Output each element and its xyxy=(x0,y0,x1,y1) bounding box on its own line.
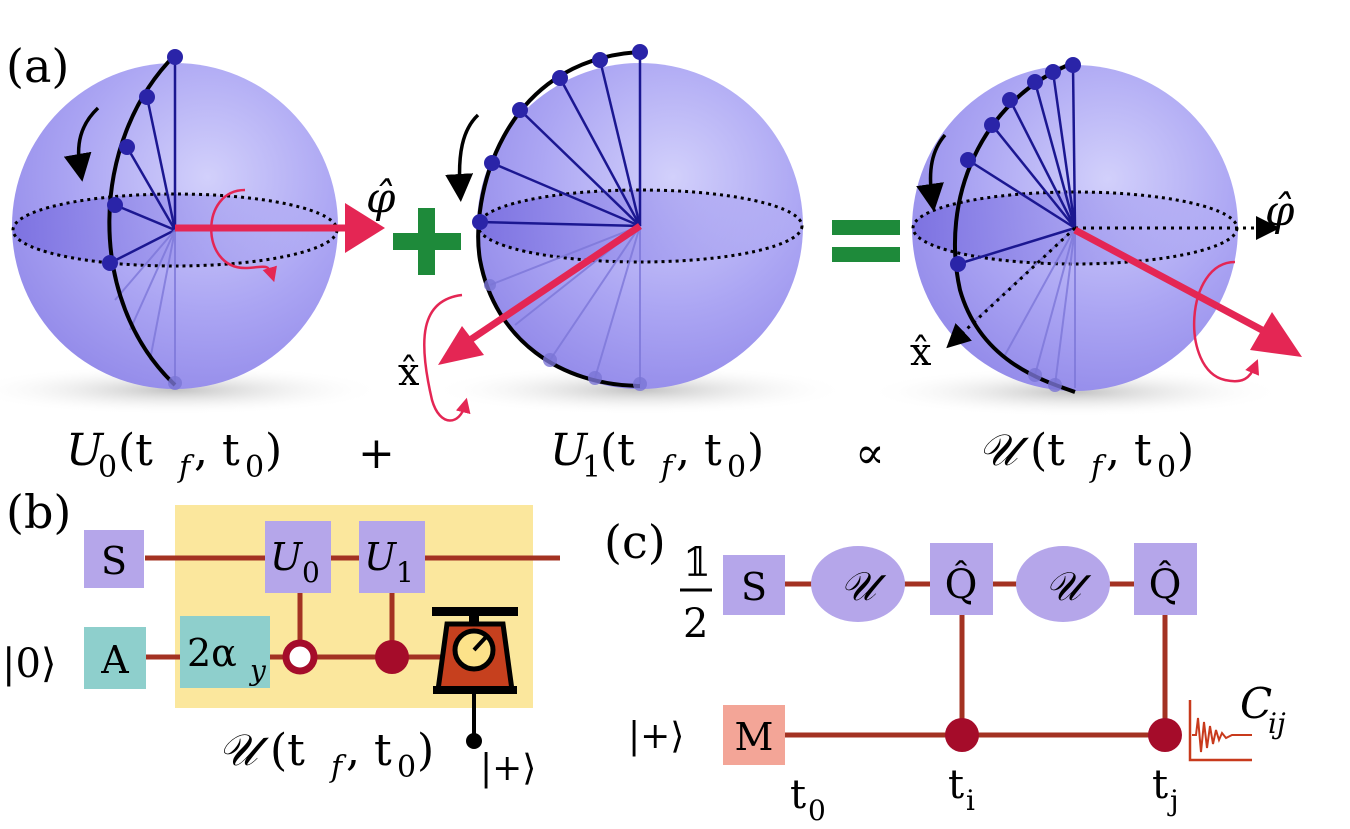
svg-text:f: f xyxy=(329,750,347,785)
svg-text:): ) xyxy=(417,725,434,776)
system-box-b-label: S xyxy=(101,539,127,583)
time-ti-label: t xyxy=(948,762,964,808)
evolution-2 xyxy=(1016,546,1110,622)
svg-text:, t: , t xyxy=(346,725,392,776)
state-vectors-middle xyxy=(479,52,642,228)
state-vectors-right xyxy=(957,64,1077,266)
meter-init-state: |+⟩ xyxy=(628,716,684,757)
postselect-state: |+⟩ xyxy=(480,748,536,789)
measure-box-2-label: Q̂ xyxy=(1149,562,1182,608)
svg-text:, t: , t xyxy=(676,425,722,476)
x-arrow-middle xyxy=(468,223,642,343)
system-box-b xyxy=(84,530,144,588)
closed-control-dot xyxy=(375,640,409,674)
postselect-dot xyxy=(466,733,482,749)
combined-arrow-right xyxy=(1073,226,1264,334)
coupling-dot-j xyxy=(1148,718,1182,752)
ancilla-init-state: |0⟩ xyxy=(2,641,57,687)
ancilla-box xyxy=(84,627,146,689)
svg-text:𝒰: 𝒰 xyxy=(978,425,1029,476)
gate-u0-label: U xyxy=(270,535,304,579)
rotation-arrow-right xyxy=(1192,260,1260,383)
meter-box xyxy=(723,705,785,765)
time-ti-subscript: i xyxy=(966,784,975,817)
svg-text:0: 0 xyxy=(245,450,264,485)
time-tj-label: t xyxy=(1152,762,1168,808)
svg-text:): ) xyxy=(1177,425,1194,476)
rotation-arrow-left xyxy=(210,188,277,283)
identity-denominator: 2 xyxy=(683,601,708,647)
svg-text:1: 1 xyxy=(582,450,601,485)
plus-operator: + xyxy=(358,428,395,479)
time-tj-subscript: j xyxy=(1167,784,1179,817)
x-axis-label-right: x̂ xyxy=(910,330,931,374)
gate-u1-subscript: 1 xyxy=(396,556,414,589)
trajectory-middle xyxy=(476,50,641,388)
measure-box-1 xyxy=(930,543,993,615)
signal-trace-icon xyxy=(1188,700,1252,762)
svg-text:(t: (t xyxy=(118,425,153,476)
correlator-label: C xyxy=(1240,679,1272,728)
meter-box-label: M xyxy=(735,715,774,759)
svg-text:): ) xyxy=(747,425,764,476)
svg-text:0: 0 xyxy=(397,750,416,785)
system-box-c-label: S xyxy=(741,565,767,609)
rotation-box-label: 2α xyxy=(187,631,237,675)
sphere-shadow-left xyxy=(0,365,385,415)
svg-text:(t: (t xyxy=(270,725,305,776)
svg-text:0: 0 xyxy=(727,450,746,485)
state-vectors-left xyxy=(109,57,177,265)
svg-text:0: 0 xyxy=(1157,450,1176,485)
unitary-block-label: 𝒰 (t f , t 0 ) xyxy=(218,725,434,785)
svg-text:(t: (t xyxy=(600,425,635,476)
svg-text:f: f xyxy=(1089,450,1107,485)
svg-text:f: f xyxy=(659,450,677,485)
bloch-sphere-middle xyxy=(422,44,804,422)
bloch-sphere-left xyxy=(11,49,385,390)
svg-text:𝒰: 𝒰 xyxy=(218,725,269,776)
svg-text:f: f xyxy=(177,450,195,485)
gate-u1 xyxy=(359,521,425,593)
gate-u0-subscript: 0 xyxy=(302,556,320,589)
svg-text:0: 0 xyxy=(98,450,117,485)
coupling-dot-i xyxy=(945,718,979,752)
phi-axis-label-right: φ̂ xyxy=(1265,186,1295,235)
operator-label-left: U 0 (t f , t 0 ) xyxy=(66,425,282,485)
proportional-operator: ∝ xyxy=(855,428,885,479)
evolution-1 xyxy=(811,546,905,622)
bloch-sphere-right xyxy=(911,57,1302,394)
panel-c-label: (c) xyxy=(604,515,666,569)
svg-text:U: U xyxy=(550,425,589,476)
measure-box-2 xyxy=(1134,543,1197,615)
ancilla-box-label: A xyxy=(100,638,129,682)
panel-a-label: (a) xyxy=(6,39,69,93)
phi-axis-label-left: φ̂ xyxy=(366,173,396,222)
svg-text:U: U xyxy=(66,425,105,476)
svg-text:): ) xyxy=(265,425,282,476)
operator-label-right: 𝒰 (t f , t 0 ) xyxy=(978,425,1194,485)
x-axis-dotted-right xyxy=(946,226,1077,349)
system-box-c xyxy=(723,555,785,615)
rotation-arrow-middle xyxy=(422,293,471,422)
measurement-meter-icon xyxy=(432,607,518,694)
x-axis-label-middle: x̂ xyxy=(398,350,419,394)
gate-u1-label: U xyxy=(364,535,398,579)
svg-text:(t: (t xyxy=(1030,425,1065,476)
rotation-box xyxy=(180,616,270,688)
time-t0-subscript: 0 xyxy=(808,794,826,827)
operator-label-middle: U 1 (t f , t 0 ) xyxy=(550,425,764,485)
plus-sign-green xyxy=(393,208,461,275)
svg-text:, t: , t xyxy=(194,425,240,476)
equals-sign-green xyxy=(832,220,900,262)
rotation-box-subscript: y xyxy=(248,654,267,687)
gate-u0 xyxy=(265,521,331,593)
correlator-subscript: ij xyxy=(1268,707,1286,740)
svg-text:, t: , t xyxy=(1106,425,1152,476)
open-control-dot xyxy=(282,639,318,675)
time-t0-label: t xyxy=(790,772,806,818)
panel-b-label: (b) xyxy=(6,485,71,539)
identity-numerator: 𝟙 xyxy=(683,540,711,586)
measure-box-1-label: Q̂ xyxy=(945,562,978,608)
